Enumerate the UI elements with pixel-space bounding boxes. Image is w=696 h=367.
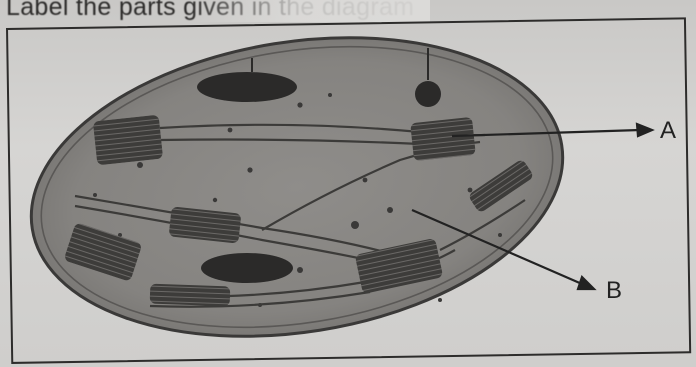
arrow-b-head	[578, 277, 594, 289]
granum-1	[93, 115, 163, 166]
plastoglobulus	[415, 81, 441, 107]
granum-7	[150, 284, 231, 307]
granum-2	[410, 117, 476, 161]
starch-grain-bottom	[201, 253, 293, 283]
arrow-a-head	[637, 124, 652, 136]
label-b: B	[606, 277, 622, 305]
starch-grain-top	[197, 72, 297, 102]
label-a: A	[660, 117, 676, 145]
